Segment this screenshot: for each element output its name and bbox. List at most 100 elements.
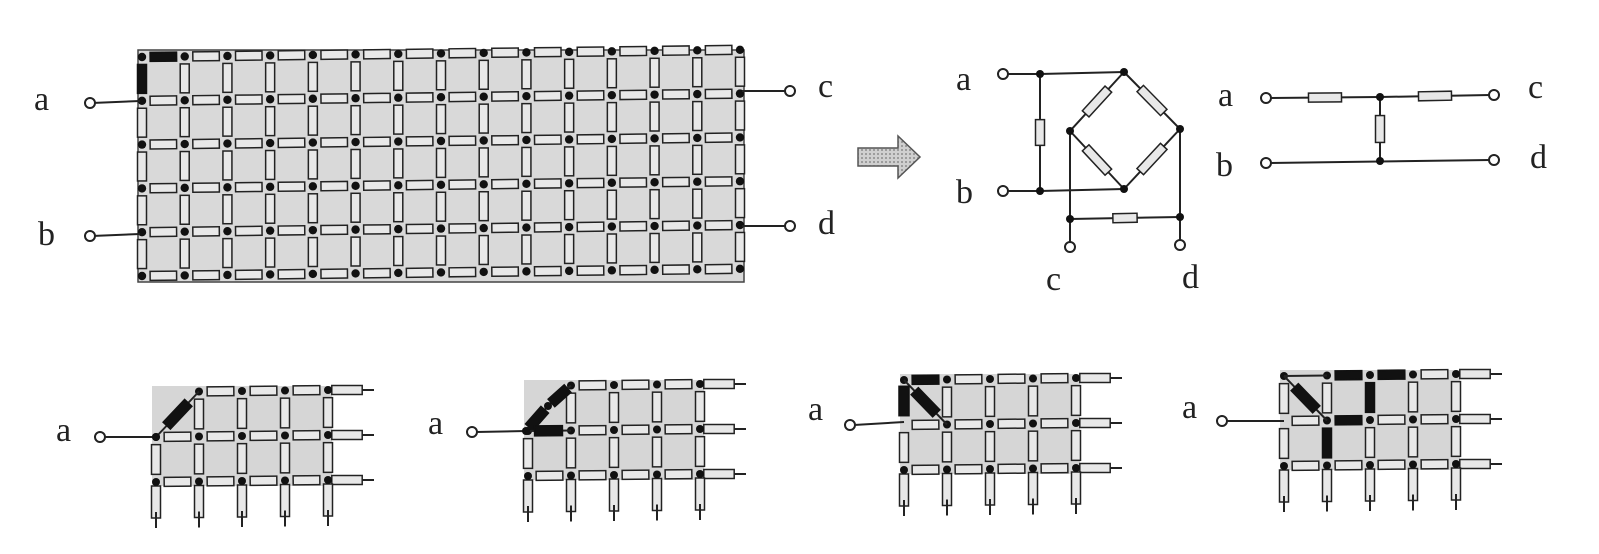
resistor <box>911 464 940 476</box>
junction-node <box>693 46 702 55</box>
resistor <box>563 102 575 133</box>
highlighted-resistor <box>1377 369 1406 381</box>
resistor <box>222 237 233 269</box>
resistor <box>136 195 148 226</box>
resistor <box>307 236 319 268</box>
junction-node <box>1376 93 1384 101</box>
resistor <box>1135 84 1169 117</box>
highlighted-resistor <box>1334 414 1363 426</box>
terminal-d[interactable] <box>784 220 796 232</box>
resistor <box>234 94 263 105</box>
junction-node <box>265 270 275 279</box>
resistor <box>576 221 605 233</box>
junction-node <box>653 425 661 434</box>
resistor <box>150 443 162 476</box>
resistor <box>734 144 746 175</box>
resistor <box>1417 90 1453 102</box>
resistor <box>664 378 693 390</box>
resistor <box>149 226 178 238</box>
resistor <box>1407 381 1419 413</box>
junction-node <box>436 49 446 58</box>
resistor <box>149 270 178 282</box>
junction-node <box>735 45 745 55</box>
resistor <box>664 468 693 480</box>
resistor <box>322 441 334 474</box>
highlighted-resistor <box>910 386 941 418</box>
terminal <box>844 419 856 431</box>
junction-node <box>137 140 147 149</box>
junction-node <box>696 470 704 478</box>
junction-node <box>1366 461 1374 469</box>
junction-node <box>281 431 289 440</box>
label-d: d <box>818 205 835 242</box>
junction-node <box>223 51 232 61</box>
step-1-grid <box>94 384 374 528</box>
resistor <box>435 103 447 135</box>
resistor <box>292 474 321 486</box>
junction-node <box>567 471 575 480</box>
junction-node <box>1409 415 1417 424</box>
junction-node <box>650 134 659 143</box>
junction-node <box>308 225 318 235</box>
resistor <box>1079 417 1111 429</box>
highlighted-resistor <box>1364 381 1376 414</box>
junction-node <box>522 135 531 145</box>
junction-node <box>610 381 618 389</box>
resistor <box>619 133 648 145</box>
resistor <box>393 235 404 267</box>
resistor <box>521 146 532 178</box>
label-b: b <box>38 216 55 253</box>
junction-node <box>137 96 147 106</box>
resistor <box>608 391 620 424</box>
resistor <box>734 100 746 131</box>
junction-node <box>238 387 246 395</box>
junction-node <box>324 476 332 484</box>
resistor <box>136 107 148 138</box>
resistor <box>192 226 221 237</box>
junction-node <box>436 136 446 146</box>
resistor <box>206 385 235 397</box>
highlighted-resistor <box>533 424 564 437</box>
junction-node <box>308 50 318 60</box>
resistor <box>193 443 205 475</box>
resistor <box>322 396 334 429</box>
junction-node <box>479 48 488 58</box>
highlighted-resistor <box>1321 427 1333 459</box>
junction-node <box>986 465 994 473</box>
resistor <box>521 59 532 90</box>
junction-node <box>1452 370 1460 378</box>
resistor <box>941 431 953 463</box>
highlighted-resistor <box>547 383 572 408</box>
resistor <box>236 442 248 475</box>
right-arrow-icon <box>857 134 922 180</box>
resistor <box>1459 458 1491 470</box>
junction-node <box>436 268 446 277</box>
resistor <box>1278 427 1290 460</box>
resistor <box>362 180 391 191</box>
junction-node <box>479 136 488 145</box>
terminal-a[interactable] <box>84 97 96 109</box>
wire <box>1283 374 1328 377</box>
terminal-b[interactable] <box>84 230 96 242</box>
highlighted-resistor <box>1334 369 1363 381</box>
resistor <box>651 391 663 423</box>
step-1-label-a: a <box>56 412 71 449</box>
resistor <box>192 50 221 62</box>
highlighted-resistor <box>911 374 940 386</box>
resistor <box>608 436 620 469</box>
resistor <box>1291 460 1320 472</box>
highlighted-resistor <box>524 405 550 432</box>
resistor <box>192 182 221 194</box>
resistor <box>491 47 520 59</box>
junction-node <box>1409 460 1417 469</box>
junction-node <box>1066 127 1074 135</box>
resistor <box>661 220 690 232</box>
resistor <box>941 386 953 418</box>
resistor <box>704 263 733 275</box>
terminal-c[interactable] <box>784 85 796 97</box>
resistor <box>1079 372 1111 384</box>
junction-node <box>1066 215 1074 223</box>
resistor <box>222 194 233 225</box>
resistor <box>619 220 648 232</box>
